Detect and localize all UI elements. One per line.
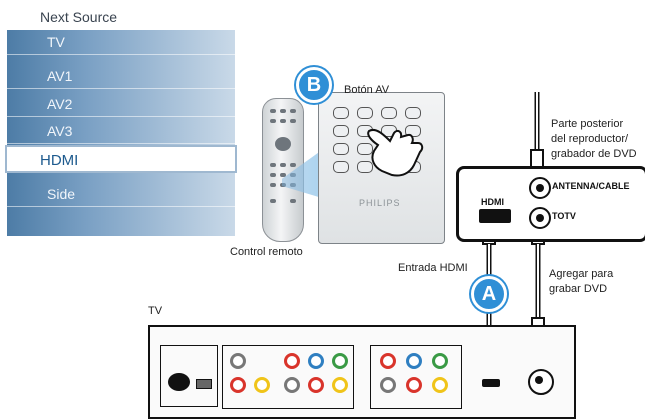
jack-blue <box>406 353 422 369</box>
hdmi-port-label: HDMI <box>481 197 504 207</box>
tv-label: TV <box>148 305 163 317</box>
jack-green <box>432 353 448 369</box>
menu-item-label: TV <box>47 34 65 50</box>
menu-item-label: AV1 <box>47 68 73 84</box>
jack-blue <box>308 353 324 369</box>
jack-yellow <box>254 377 270 393</box>
to-tv-port <box>529 207 551 229</box>
remote-zoom-image: PHILIPS <box>318 92 445 244</box>
jack-red <box>308 377 324 393</box>
menu-item-av1[interactable]: AV1 <box>7 64 235 89</box>
control-remoto-label: Control remoto <box>230 246 303 258</box>
tv-antenna-port <box>528 369 554 395</box>
menu-item-label: AV2 <box>47 96 73 112</box>
menu-item-label: Side <box>47 186 76 202</box>
rear-label-line2: del reproductor/ <box>551 133 629 145</box>
antenna-cable-label: ANTENNA/CABLE <box>552 181 630 191</box>
jack-red <box>284 353 300 369</box>
menu-item-hdmi[interactable]: HDMI <box>5 145 237 173</box>
jack-red <box>230 377 246 393</box>
tv-rear-panel <box>148 325 576 419</box>
jack-green <box>332 353 348 369</box>
badge-a: A <box>471 276 507 312</box>
boton-av-label: Botón AV <box>344 84 390 96</box>
remote-brand: PHILIPS <box>359 198 401 208</box>
menu-item-av2[interactable]: AV2 <box>7 92 235 117</box>
menu-item-av3[interactable]: AV3 <box>7 119 235 144</box>
jack-white <box>284 377 300 393</box>
jack-white <box>230 353 246 369</box>
hand-icon <box>367 129 424 177</box>
menu-title: Next Source <box>40 9 118 25</box>
hdmi-input-port <box>482 379 500 387</box>
av-group-2 <box>370 345 462 409</box>
jack-yellow <box>332 377 348 393</box>
badge-b: B <box>296 67 332 103</box>
svideo-group <box>160 345 218 407</box>
menu-item-label: HDMI <box>40 152 79 169</box>
agregar-label-line1: Agregar para <box>549 268 614 280</box>
jack-red <box>406 377 422 393</box>
jack-yellow <box>432 377 448 393</box>
antenna-cable-port <box>529 177 551 199</box>
agregar-label-line2: grabar DVD <box>549 283 608 295</box>
rear-label-line3: grabador de DVD <box>551 148 637 160</box>
rear-label-line1: Parte posterior <box>551 118 624 130</box>
menu-item-side[interactable]: Side <box>7 182 235 207</box>
dvd-rear-panel: ANTENNA/CABLE TOTV HDMI <box>456 166 645 242</box>
jack-red <box>380 353 396 369</box>
to-tv-label: TOTV <box>552 211 576 221</box>
entrada-hdmi-label: Entrada HDMI <box>398 262 468 274</box>
av-group-1 <box>222 345 354 409</box>
jack-white <box>380 377 396 393</box>
source-menu: TV AV1 AV2 AV3 HDMI Side <box>5 30 237 236</box>
menu-item-tv[interactable]: TV <box>7 30 235 55</box>
menu-item-label: AV3 <box>47 123 73 139</box>
